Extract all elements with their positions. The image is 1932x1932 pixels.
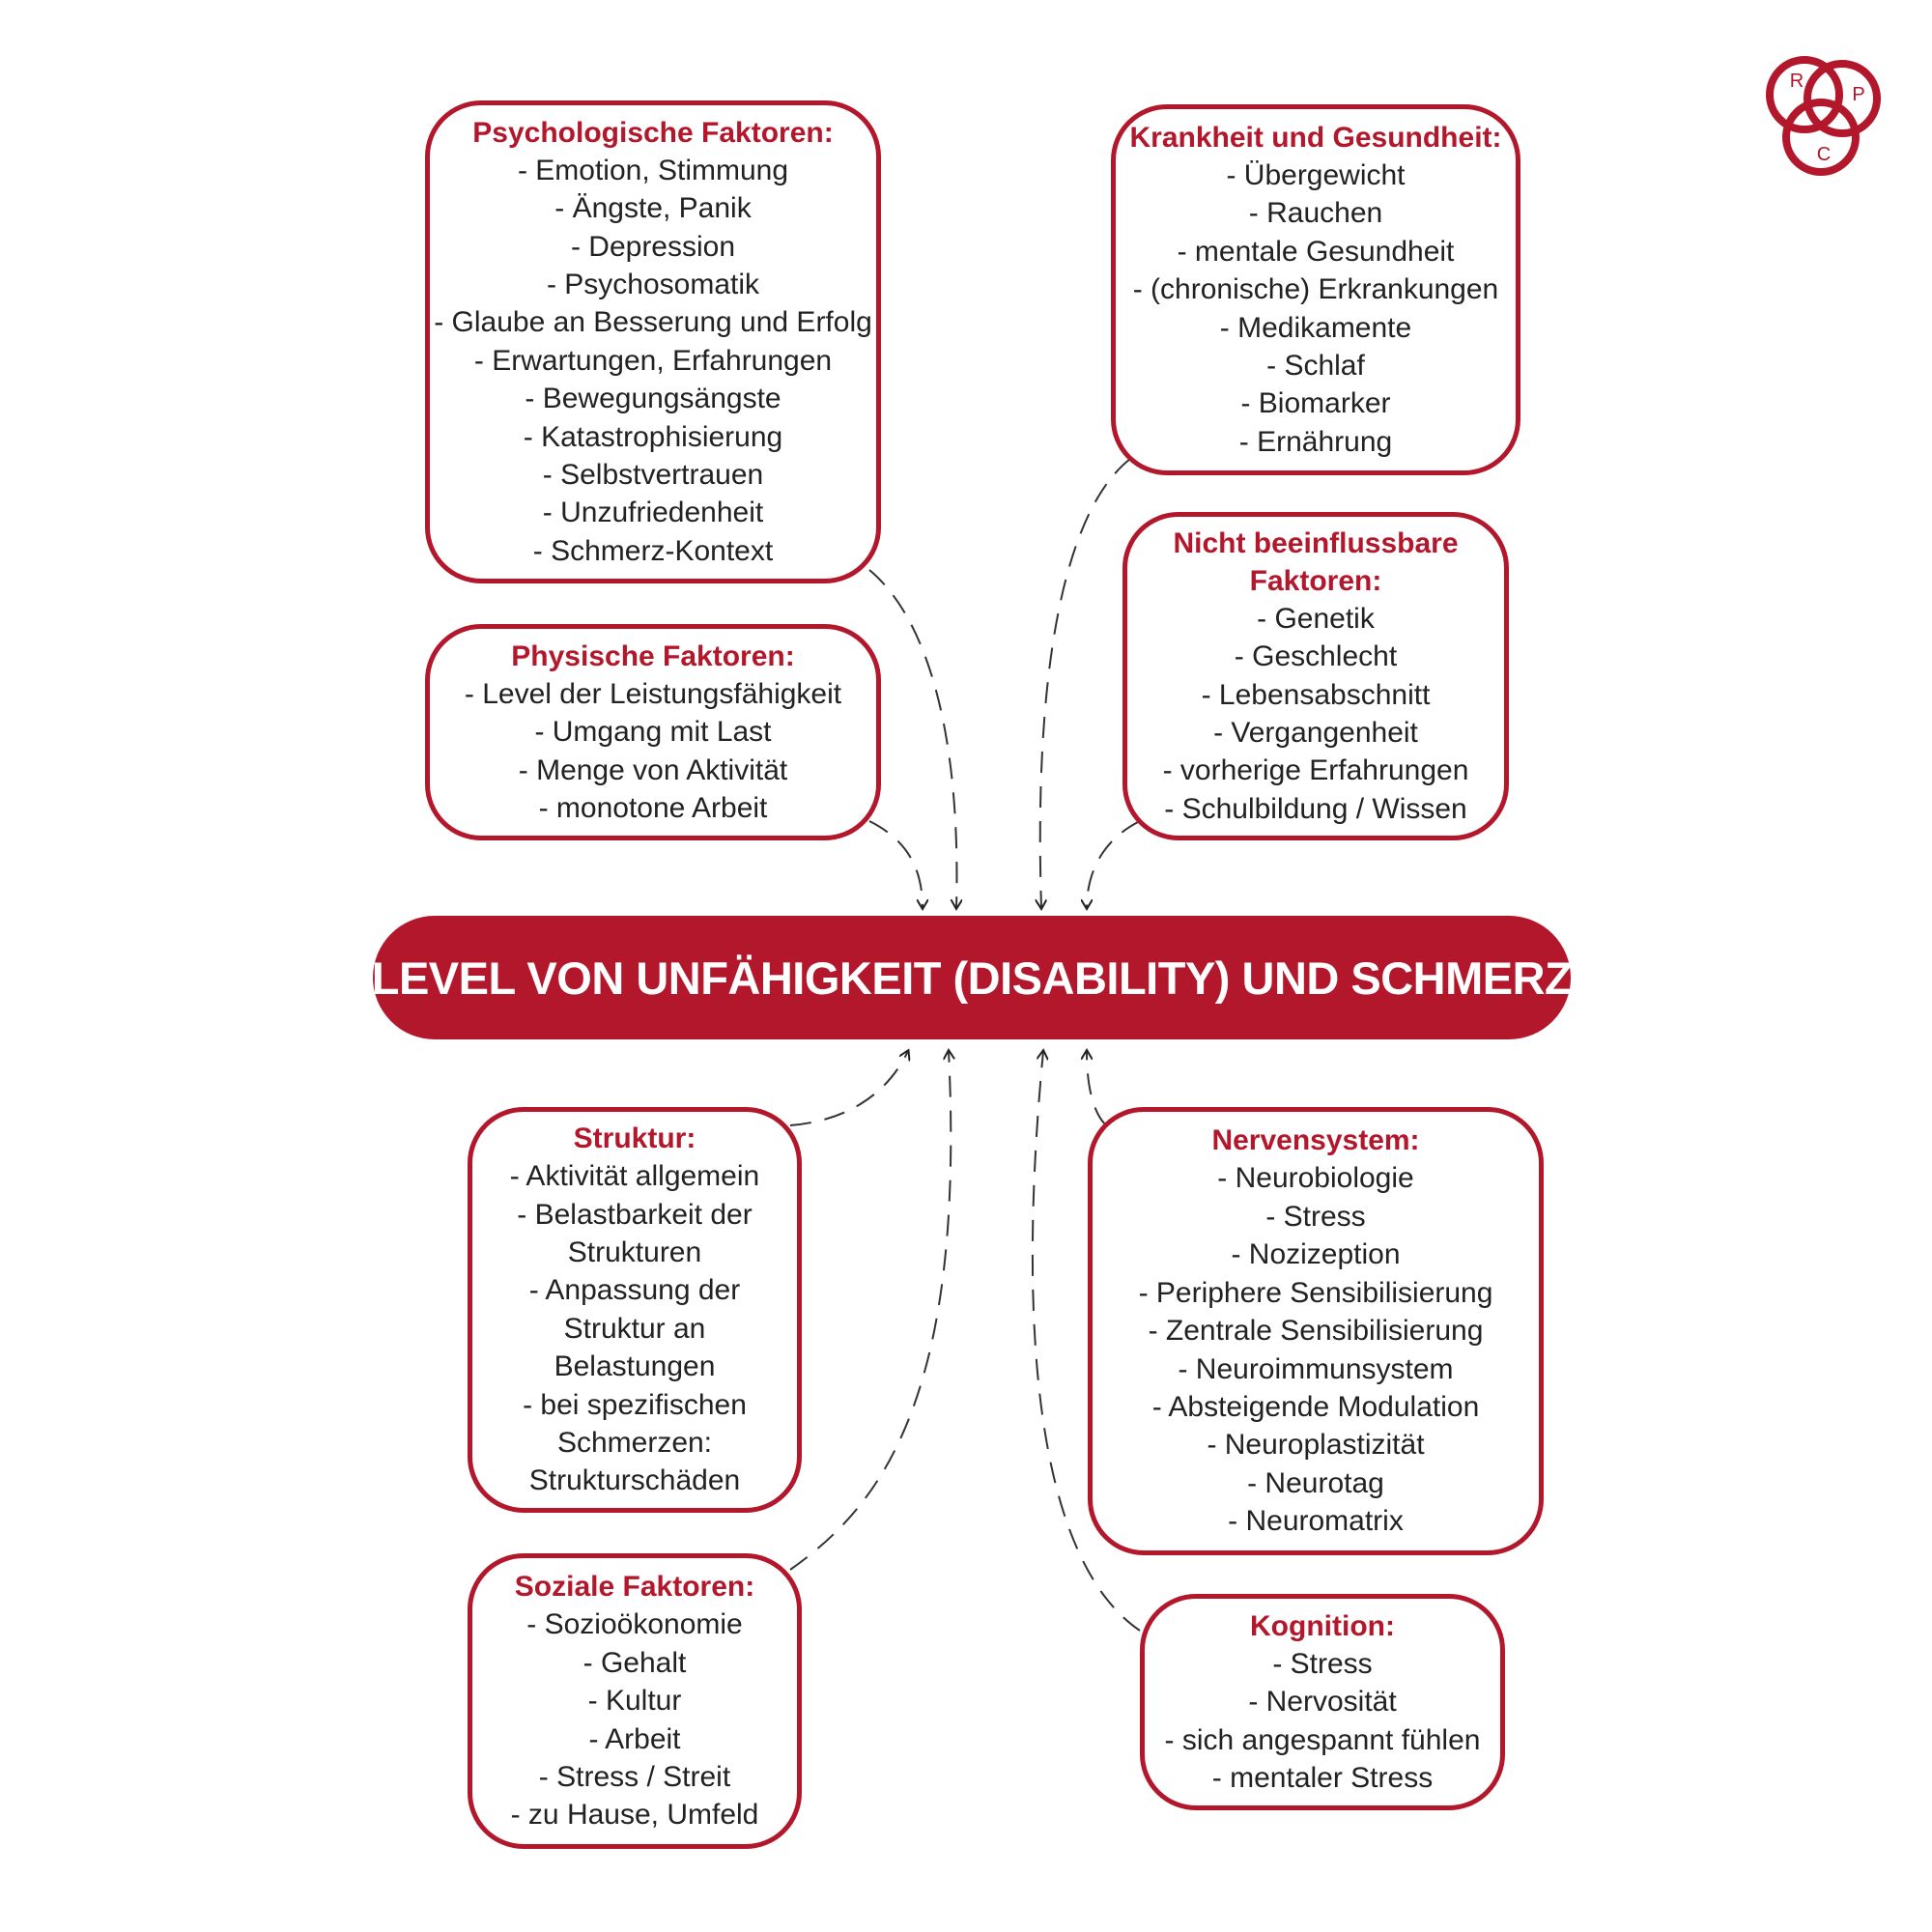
list-item: - vorherige Erfahrungen: [1162, 754, 1469, 787]
center-title: LEVEL VON UNFÄHIGKEIT (DISABILITY) UND S…: [371, 952, 1573, 1004]
list-item: - (chronische) Erkrankungen: [1132, 273, 1499, 306]
box-item-list: - Emotion, Stimmung - Ängste, Panik - De…: [434, 152, 872, 570]
list-item: Struktur an: [563, 1312, 706, 1345]
list-item: - Neurobiologie: [1217, 1162, 1414, 1195]
list-item: - Sozioökonomie: [526, 1608, 743, 1641]
list-item: - mentaler Stress: [1211, 1761, 1434, 1794]
box-item-list: - Sozioökonomie - Gehalt - Kultur - Arbe…: [511, 1605, 759, 1833]
list-item: - Stress: [1265, 1200, 1366, 1233]
box-item-list: - Neurobiologie - Stress - Nozizeption -…: [1139, 1159, 1493, 1540]
list-item: - Vergangenheit: [1213, 717, 1418, 749]
list-item: - Neurotag: [1247, 1466, 1384, 1499]
list-item: - Emotion, Stimmung: [517, 154, 789, 186]
list-item: - Gehalt: [582, 1646, 687, 1679]
box-title: Soziale Faktoren:: [514, 1571, 755, 1604]
list-item: - Übergewicht: [1226, 158, 1406, 191]
list-item: - monotone Arbeit: [538, 791, 768, 824]
arrow-krankheit: [1040, 458, 1131, 908]
list-item: - Schlaf: [1266, 349, 1365, 382]
box-title: Physische Faktoren:: [511, 639, 795, 672]
logo-letter-p: P: [1852, 84, 1864, 105]
list-item: - Psychosomatik: [546, 268, 760, 300]
box-item-list: - Stress - Nervosität - sich angespannt …: [1165, 1645, 1481, 1798]
list-item: - Neuroplastizität: [1207, 1429, 1425, 1462]
arrow-psychologische: [868, 569, 956, 908]
list-item: - bei spezifischen: [523, 1388, 747, 1421]
list-item: - Biomarker: [1240, 387, 1391, 420]
list-item: - mentale Gesundheit: [1177, 235, 1455, 268]
list-item: - Lebensabschnitt: [1201, 678, 1431, 711]
list-item: - Depression: [570, 230, 736, 263]
list-item: - sich angespannt fühlen: [1164, 1723, 1481, 1756]
box-item-list: - Aktivität allgemein - Belastbarkeit de…: [510, 1157, 759, 1500]
logo-letter-c: C: [1817, 144, 1831, 165]
box-title: Kognition:: [1250, 1609, 1395, 1642]
arrow-physische: [868, 820, 923, 908]
box-krankheit-und-gesundheit: Krankheit und Gesundheit: - Übergewicht …: [1111, 104, 1520, 475]
arrow-soziale: [789, 1051, 951, 1571]
list-item: - Aktivität allgemein: [509, 1160, 760, 1193]
list-item: - Neuroimmunsystem: [1178, 1352, 1454, 1385]
list-item: - Katastrophisierung: [523, 420, 783, 453]
list-item: - Medikamente: [1219, 311, 1412, 344]
list-item: - Menge von Aktivität: [518, 753, 788, 786]
box-psychologische-faktoren: Psychologische Faktoren: - Emotion, Stim…: [425, 100, 881, 583]
list-item: - Geschlecht: [1234, 640, 1398, 673]
box-kognition: Kognition: - Stress - Nervosität - sich …: [1140, 1594, 1505, 1810]
list-item: - Ängste, Panik: [554, 192, 752, 225]
list-item: - Schulbildung / Wissen: [1164, 792, 1467, 825]
list-item: - Ernährung: [1238, 425, 1393, 458]
box-title: Nicht beeinflussbare Faktoren:: [1173, 526, 1459, 597]
box-item-list: - Genetik - Geschlecht - Lebensabschnitt…: [1163, 600, 1469, 828]
box-title: Struktur:: [573, 1122, 696, 1155]
list-item: - Stress / Streit: [538, 1760, 731, 1793]
list-item: - Stress: [1272, 1647, 1373, 1680]
list-item: Strukturen: [567, 1236, 702, 1268]
list-item: - Rauchen: [1248, 197, 1383, 230]
list-item: - zu Hause, Umfeld: [510, 1799, 759, 1832]
box-nicht-beeinflussbare-faktoren: Nicht beeinflussbare Faktoren: - Genetik…: [1122, 512, 1509, 840]
list-item: - Neuromatrix: [1228, 1505, 1404, 1538]
list-item: - Anpassung der: [528, 1274, 741, 1307]
list-item: - Absteigende Modulation: [1151, 1390, 1480, 1423]
list-item: - Selbstvertrauen: [542, 459, 764, 492]
box-struktur: Struktur: - Aktivität allgemein - Belast…: [468, 1107, 802, 1513]
box-physische-faktoren: Physische Faktoren: - Level der Leistung…: [425, 624, 881, 840]
list-item: - Erwartungen, Erfahrungen: [473, 344, 833, 377]
box-title: Psychologische Faktoren:: [472, 116, 834, 149]
arrow-struktur: [789, 1051, 908, 1126]
list-item: - Unzufriedenheit: [542, 497, 764, 529]
list-item: Strukturschäden: [528, 1464, 741, 1497]
list-item: - Umgang mit Last: [534, 716, 772, 749]
logo-letter-r: R: [1790, 71, 1804, 92]
box-title: Nervensystem:: [1211, 1124, 1420, 1157]
box-soziale-faktoren: Soziale Faktoren: - Sozioökonomie - Geha…: [468, 1553, 802, 1849]
list-item: - Nervosität: [1248, 1686, 1397, 1719]
list-item: - Genetik: [1257, 602, 1375, 635]
list-item: - Zentrale Sensibilisierung: [1148, 1315, 1484, 1348]
center-title-bar: LEVEL VON UNFÄHIGKEIT (DISABILITY) UND S…: [371, 916, 1573, 1039]
list-item: - Level der Leistungsfähigkeit: [464, 677, 842, 710]
list-item: Schmerzen:: [556, 1427, 713, 1460]
rpc-logo: R P C: [1766, 56, 1881, 176]
list-item: - Belastbarkeit der: [517, 1198, 753, 1231]
list-item: - Schmerz-Kontext: [532, 534, 774, 567]
list-item: - Arbeit: [588, 1722, 681, 1755]
arrow-nicht-beeinflussbar: [1087, 820, 1141, 908]
list-item: - Nozizeption: [1231, 1238, 1401, 1271]
list-item: - Glaube an Besserung und Erfolg: [434, 306, 872, 339]
arrow-nervensystem: [1087, 1051, 1107, 1126]
list-item: Belastungen: [554, 1350, 716, 1383]
list-item: - Kultur: [587, 1685, 682, 1718]
box-title: Krankheit und Gesundheit:: [1129, 121, 1502, 154]
list-item: - Periphere Sensibilisierung: [1138, 1276, 1493, 1309]
box-item-list: - Level der Leistungsfähigkeit - Umgang …: [465, 675, 841, 828]
box-nervensystem: Nervensystem: - Neurobiologie - Stress -…: [1088, 1107, 1544, 1555]
list-item: - Bewegungsängste: [525, 383, 781, 415]
box-item-list: - Übergewicht - Rauchen - mentale Gesund…: [1133, 156, 1499, 461]
